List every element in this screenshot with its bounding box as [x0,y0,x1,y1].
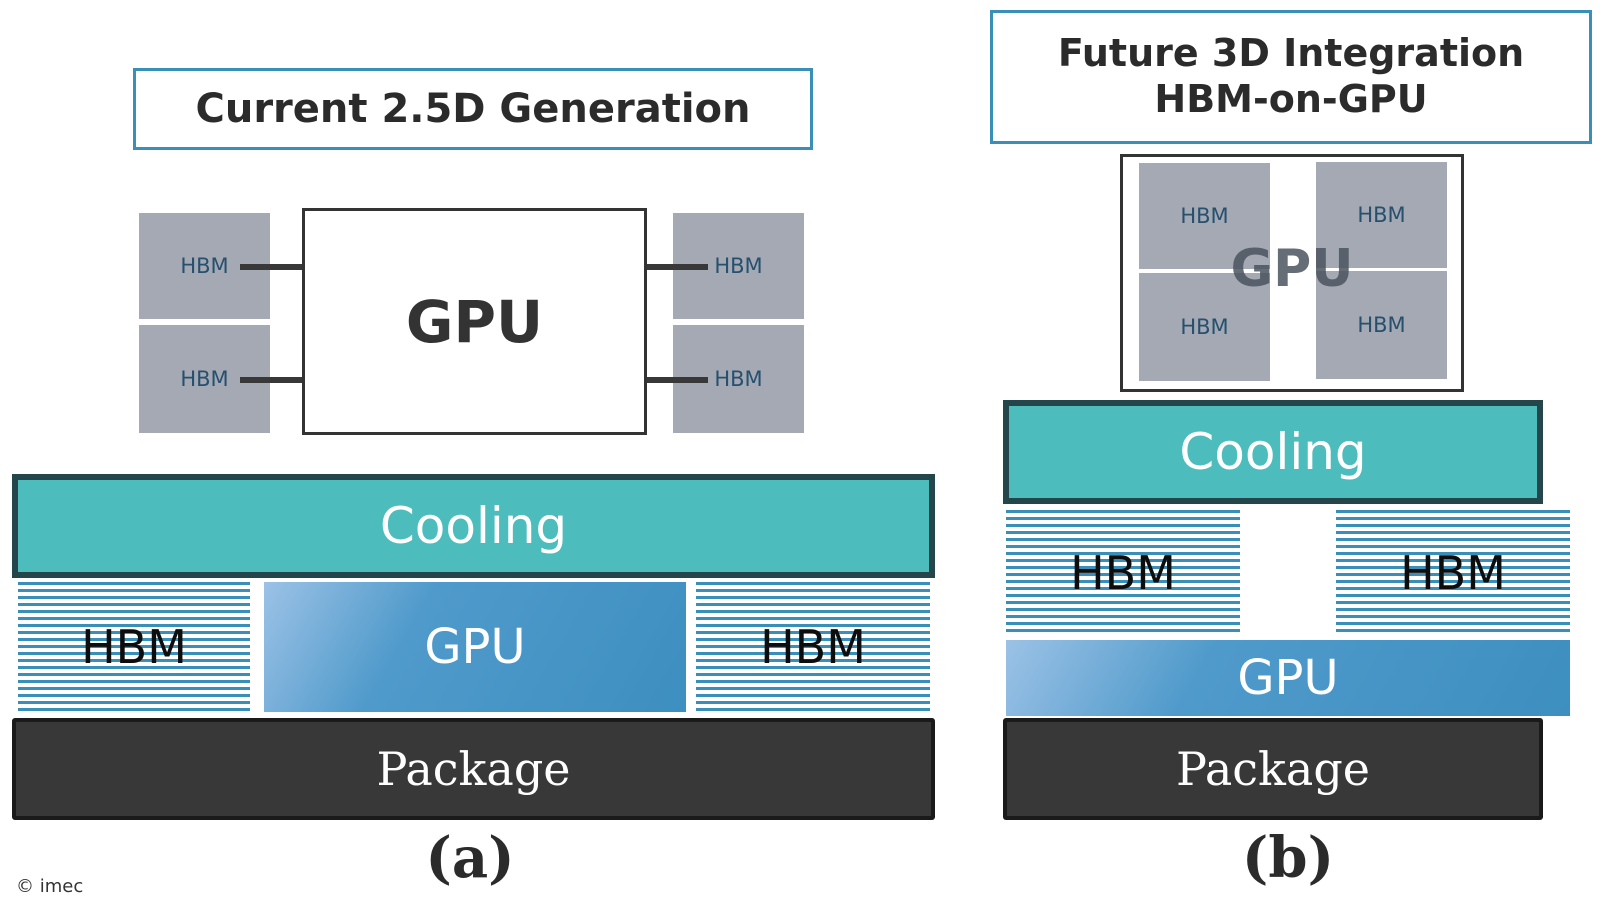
hbm-stack-label: HBM [1400,546,1506,600]
panel-b-top-hbm-tile: HBM [1316,271,1447,379]
panel-a: Current 2.5D Generation HBM HBM HBM HBM … [12,68,935,891]
package-label: Package [1175,742,1371,796]
hbm-tile-label: HBM [180,254,229,278]
panel-b-caption: (b) [1241,825,1335,891]
hbm-gpu-interconnect [644,264,708,270]
hbm-tile-label: HBM [1357,313,1406,337]
panel-b-hbm-stack-right: HBM [1336,510,1570,636]
copyright-credit: © imec [16,876,84,897]
hbm-stack-label: HBM [1070,546,1176,600]
panel-b-title-box: Future 3D Integration HBM-on-GPU [990,10,1592,144]
panel-b-title-line1: Future 3D Integration [1057,31,1525,76]
panel-b-top-hbm-tile: HBM [1139,163,1270,269]
panel-a-hbm-stack-right: HBM [696,582,930,712]
hbm-gpu-interconnect [644,377,708,383]
package-label: Package [376,742,571,796]
hbm-stack-label: HBM [760,620,866,674]
gpu-die-label: GPU [405,287,544,356]
hbm-tile-label: HBM [714,367,763,391]
panel-b-title-line2: HBM-on-GPU [1154,77,1428,121]
panel-b-gpu-overlay-label: GPU [1230,239,1354,299]
panel-b-hbm-stack-left: HBM [1006,510,1240,636]
panel-a-package-layer: Package [12,718,935,820]
hbm-tile-label: HBM [1180,204,1229,228]
panel-a-title: Current 2.5D Generation [195,86,751,132]
panel-a-caption: (a) [425,825,515,891]
panel-b: Future 3D Integration HBM-on-GPU HBM HBM… [960,0,1600,900]
hbm-tile-label: HBM [1180,315,1229,339]
gpu-layer-label: GPU [424,619,526,675]
panel-a-top-gpu-die: GPU [302,208,647,435]
cooling-label: Cooling [1179,423,1367,481]
panel-b-cooling-layer: Cooling [1003,400,1543,504]
hbm-stack-label: HBM [81,620,187,674]
panel-a-title-box: Current 2.5D Generation [133,68,813,150]
panel-b-gpu-layer: GPU [1006,640,1570,716]
panel-a-cooling-layer: Cooling [12,474,935,578]
hbm-gpu-interconnect [240,377,304,383]
panel-a-gpu-layer: GPU [264,582,686,712]
hbm-gpu-interconnect [240,264,304,270]
panel-b-top-hbm-tile: HBM [1316,162,1447,268]
hbm-tile-label: HBM [180,367,229,391]
panel-a-hbm-stack-left: HBM [18,582,250,712]
hbm-tile-label: HBM [1357,203,1406,227]
gpu-layer-label: GPU [1237,650,1339,706]
panel-b-package-layer: Package [1003,718,1543,820]
panel-b-top-hbm-tile: HBM [1139,273,1270,381]
hbm-tile-label: HBM [714,254,763,278]
cooling-label: Cooling [379,497,568,555]
panel-a-top-hbm-tile: HBM [673,325,804,433]
